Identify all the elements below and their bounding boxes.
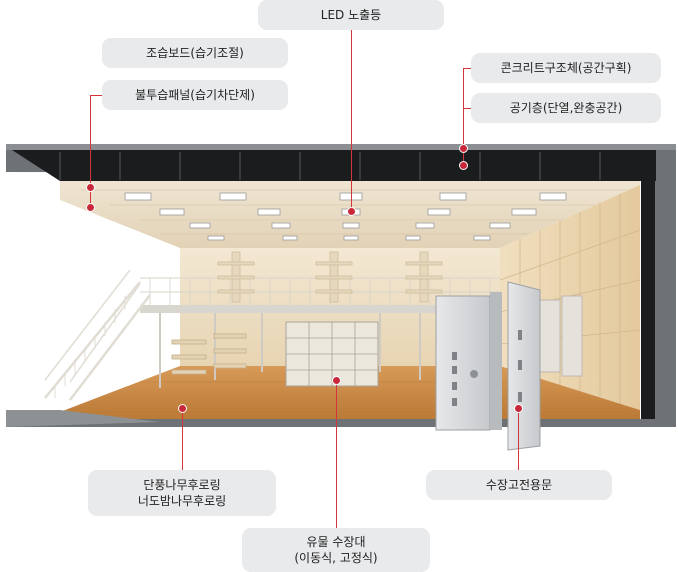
staircase <box>44 269 151 401</box>
marker-air-layer <box>459 161 468 170</box>
vault-door <box>435 281 541 451</box>
ceiling-grid <box>80 189 640 235</box>
label-absorb-board: 조습보드(습기조절) <box>102 38 288 68</box>
marker-shelves <box>332 376 341 385</box>
leader-line-absorb-board <box>90 95 91 207</box>
label-air-layer: 공기층(단열,완충공간) <box>471 93 661 123</box>
label-wood-flooring: 단풍나무후로링 너도밤나무후로링 <box>88 470 276 516</box>
label-concrete-structure: 콘크리트구조체(공간구획) <box>471 53 661 83</box>
label-moisture-panel: 불투습패널(습기차단제) <box>102 80 288 110</box>
leader-line-flooring <box>182 408 183 470</box>
label-vault-door: 수장고전용문 <box>426 470 612 500</box>
leader-line-absorb-board-h <box>90 95 102 96</box>
label-artifact-shelves: 유물 수장대 (이동식, 고정식) <box>242 528 430 572</box>
leader-line-door <box>518 408 519 470</box>
leader-line-led <box>351 30 352 212</box>
marker-led <box>347 207 356 216</box>
leader-line-shelves <box>336 380 337 528</box>
leader-line-air-layer-h <box>463 108 471 109</box>
marker-door <box>514 404 523 413</box>
mezzanine <box>140 251 500 388</box>
leader-line-air-layer <box>463 108 464 164</box>
marker-concrete <box>459 144 468 153</box>
marker-moisture-panel <box>86 203 95 212</box>
leader-line-concrete-h <box>463 68 471 69</box>
marker-absorb-board <box>86 183 95 192</box>
marker-flooring <box>178 404 187 413</box>
lower-shelves <box>171 295 583 387</box>
label-led-lighting: LED 노출등 <box>258 0 444 30</box>
concrete-structure <box>6 144 676 426</box>
